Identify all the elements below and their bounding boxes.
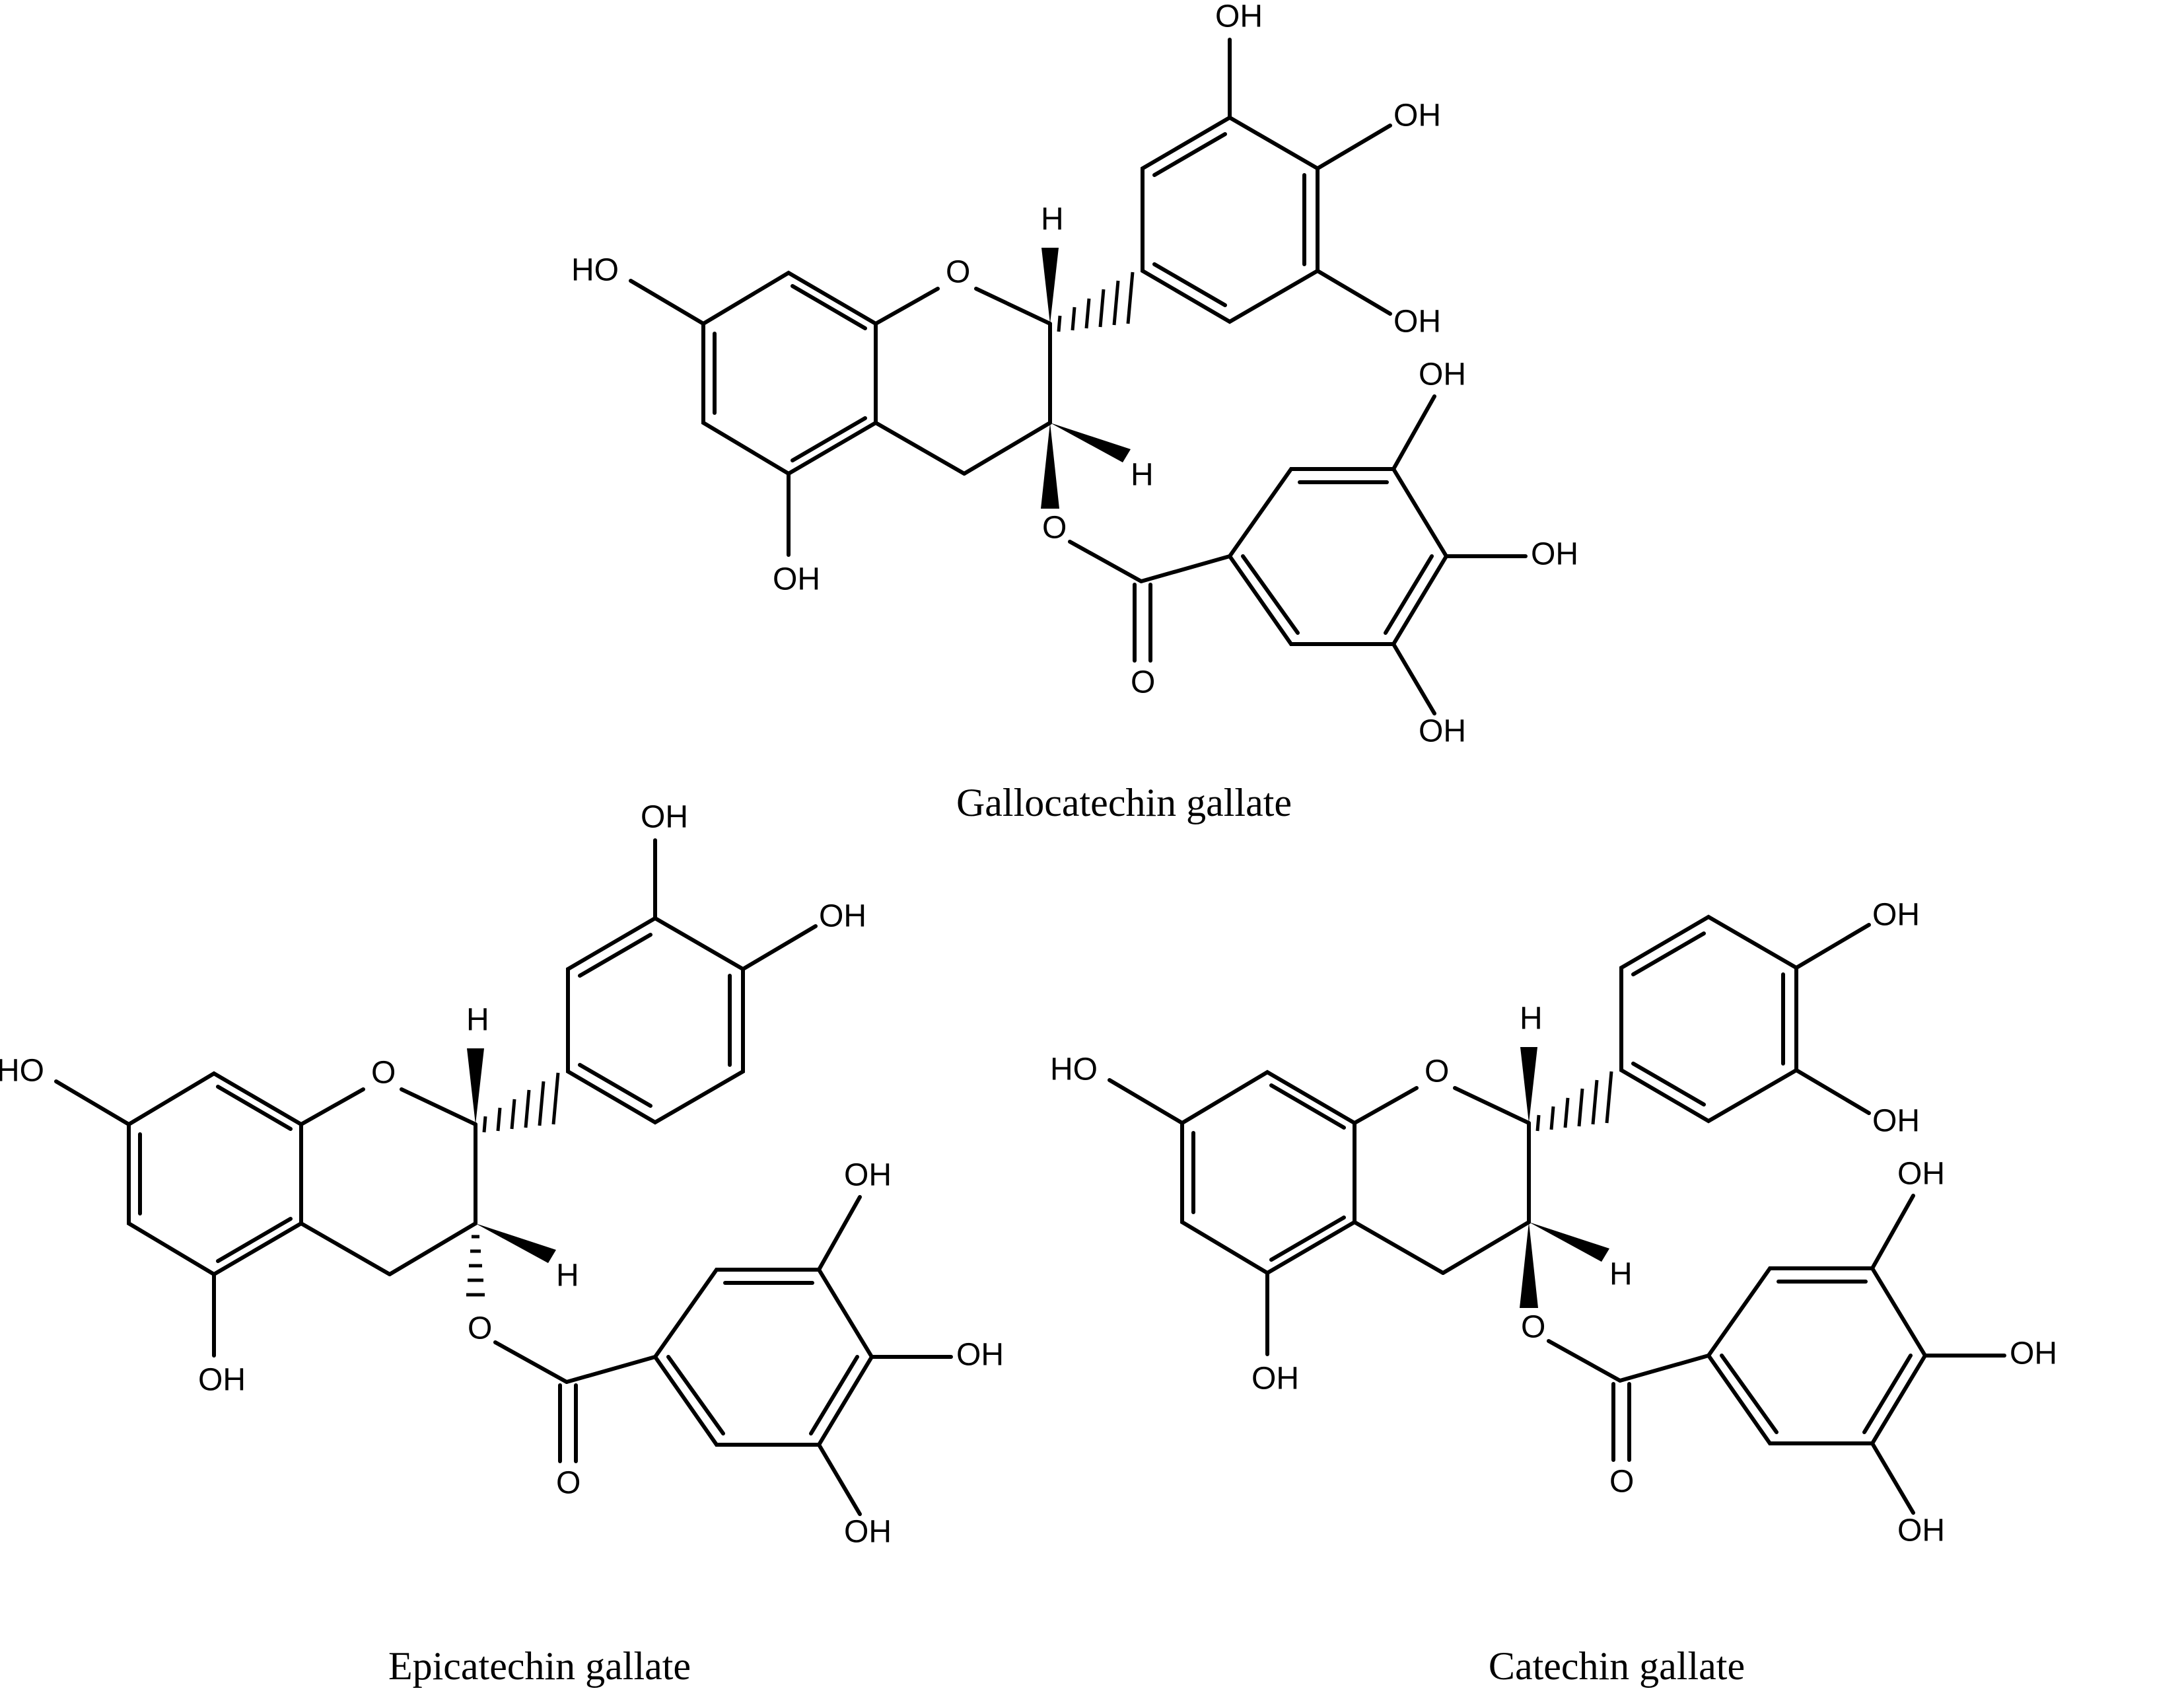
a-ring xyxy=(1180,1070,1356,1276)
atom-label: HO xyxy=(0,1054,44,1089)
galloyl-ring xyxy=(1706,1266,1928,1445)
atom-label: OH xyxy=(1215,0,1263,34)
atom-label: H xyxy=(1609,1257,1633,1292)
c-ring xyxy=(874,287,1052,476)
atom-label: HO xyxy=(1050,1052,1098,1087)
hash-c2-b xyxy=(1057,272,1135,332)
hash-c2-b xyxy=(1535,1071,1613,1132)
atom-label: OH xyxy=(1393,98,1441,133)
molecule-gallocatechin-gallate: HO OH O H OH OH OH H O OH OH O OH Galloc… xyxy=(571,0,1578,824)
atom-label: OH xyxy=(1531,537,1578,572)
a-ring xyxy=(127,1071,303,1277)
atom-label: OH xyxy=(1393,305,1441,340)
galloyl-ring xyxy=(652,1268,874,1447)
atom-label: O xyxy=(556,1466,581,1501)
atom-label: H xyxy=(1131,458,1154,493)
atom-label: OH xyxy=(844,1158,892,1193)
atom-label: O xyxy=(1521,1310,1545,1345)
atom-label: O xyxy=(468,1311,492,1346)
atom-label: OH xyxy=(2010,1336,2057,1371)
atom-label: OH xyxy=(1251,1361,1299,1397)
atom-label: O xyxy=(1609,1465,1634,1500)
atom-label: H xyxy=(1520,1001,1543,1036)
a-ring xyxy=(701,270,878,476)
atom-label: OH xyxy=(819,899,866,934)
atom-label: OH xyxy=(956,1338,1004,1373)
molecule-caption: Gallocatechin gallate xyxy=(956,781,1292,824)
atom-label: O xyxy=(1042,511,1067,546)
atom-label: H xyxy=(556,1258,579,1293)
atom-label: H xyxy=(1041,202,1064,237)
molecule-epicatechin-gallate: HO OH O H OH OH H O OH OH O OH Epicatech… xyxy=(0,800,1004,1688)
atom-label: OH xyxy=(773,562,820,597)
atom-label: H xyxy=(466,1003,489,1038)
molecule-catechin-gallate: HO OH O H OH OH H O OH OH O OH Catechin … xyxy=(1050,898,2057,1688)
atom-label: OH xyxy=(1897,1513,1945,1548)
b-ring xyxy=(566,916,745,1125)
atom-label: OH xyxy=(1419,357,1466,392)
atom-label: OH xyxy=(198,1363,246,1398)
hash-c2-b xyxy=(482,1072,560,1133)
molecule-caption: Epicatechin gallate xyxy=(388,1644,691,1688)
galloyl-ring xyxy=(1227,467,1449,646)
atom-label: OH xyxy=(1897,1157,1945,1192)
c-ring xyxy=(299,1087,477,1276)
atom-label: OH xyxy=(1419,714,1466,749)
hash-c3-o xyxy=(466,1235,485,1297)
atom-label: O xyxy=(946,255,970,290)
molecule-caption: Catechin gallate xyxy=(1489,1644,1745,1688)
atom-label: OH xyxy=(1872,1104,1920,1139)
b-ring xyxy=(1619,914,1798,1124)
atom-label: HO xyxy=(571,253,619,288)
atom-label: OH xyxy=(641,800,688,835)
atom-label: O xyxy=(1131,665,1155,700)
atom-label: O xyxy=(1425,1054,1449,1089)
c-ring xyxy=(1353,1086,1531,1275)
atom-label: OH xyxy=(1872,898,1920,933)
atom-label: OH xyxy=(844,1515,892,1550)
b-ring xyxy=(1141,115,1320,324)
atom-label: O xyxy=(371,1056,396,1091)
